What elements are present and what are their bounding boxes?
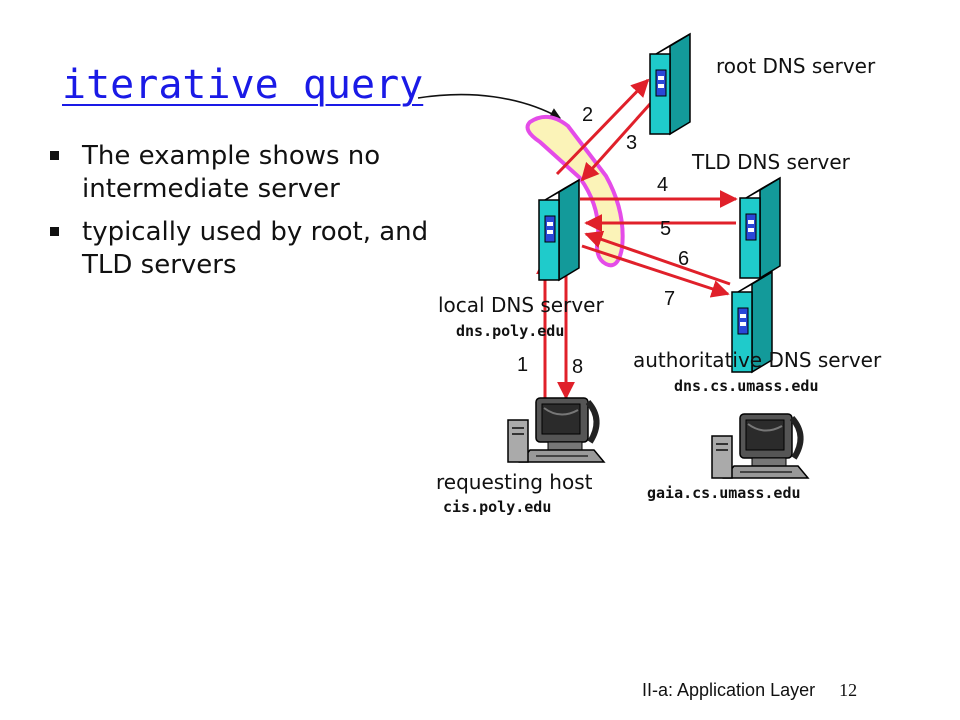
step-label-3: 3 (626, 132, 638, 154)
requesting-host-hostname: cis.poly.edu (443, 498, 552, 516)
step-label-8: 8 (572, 356, 584, 378)
authoritative-server-hostname: dns.cs.umass.edu (674, 377, 819, 395)
arrow-step-2 (555, 78, 650, 176)
root-server-label: root DNS server (716, 54, 876, 78)
step-label-2: 2 (582, 104, 594, 126)
local-server-label: local DNS server (438, 293, 604, 317)
requesting-host-icon (508, 398, 604, 462)
tld-server-label: TLD DNS server (692, 150, 850, 174)
slide-footer: II-a: Application Layer 12 (642, 680, 857, 701)
step-label-7: 7 (664, 288, 676, 310)
destination-host-icon (712, 414, 808, 478)
step-label-6: 6 (678, 248, 690, 270)
authoritative-server-label: authoritative DNS server (633, 348, 882, 372)
step-label-1: 1 (517, 354, 529, 376)
local-server-icon (538, 179, 580, 281)
arrow-step-3 (580, 92, 661, 182)
title-pointer-arrow (417, 93, 561, 119)
local-server-hostname: dns.poly.edu (456, 322, 565, 340)
step-label-4: 4 (657, 174, 669, 196)
page-number: 12 (839, 680, 858, 700)
footer-text: II-a: Application Layer (642, 680, 816, 700)
arrow-step-7 (581, 244, 730, 298)
arrow-step-6 (584, 230, 731, 286)
destination-host-hostname: gaia.cs.umass.edu (647, 484, 801, 502)
bullet-list: The example shows no intermediate server… (44, 140, 444, 292)
bullet-item: The example shows no intermediate server (44, 140, 444, 206)
slide-title: iterative query (62, 62, 424, 108)
bullet-item: typically used by root, and TLD servers (44, 216, 444, 282)
tld-server-icon (739, 177, 781, 279)
step-label-5: 5 (660, 218, 672, 240)
requesting-host-label: requesting host (436, 470, 593, 494)
root-server-icon (649, 33, 691, 135)
